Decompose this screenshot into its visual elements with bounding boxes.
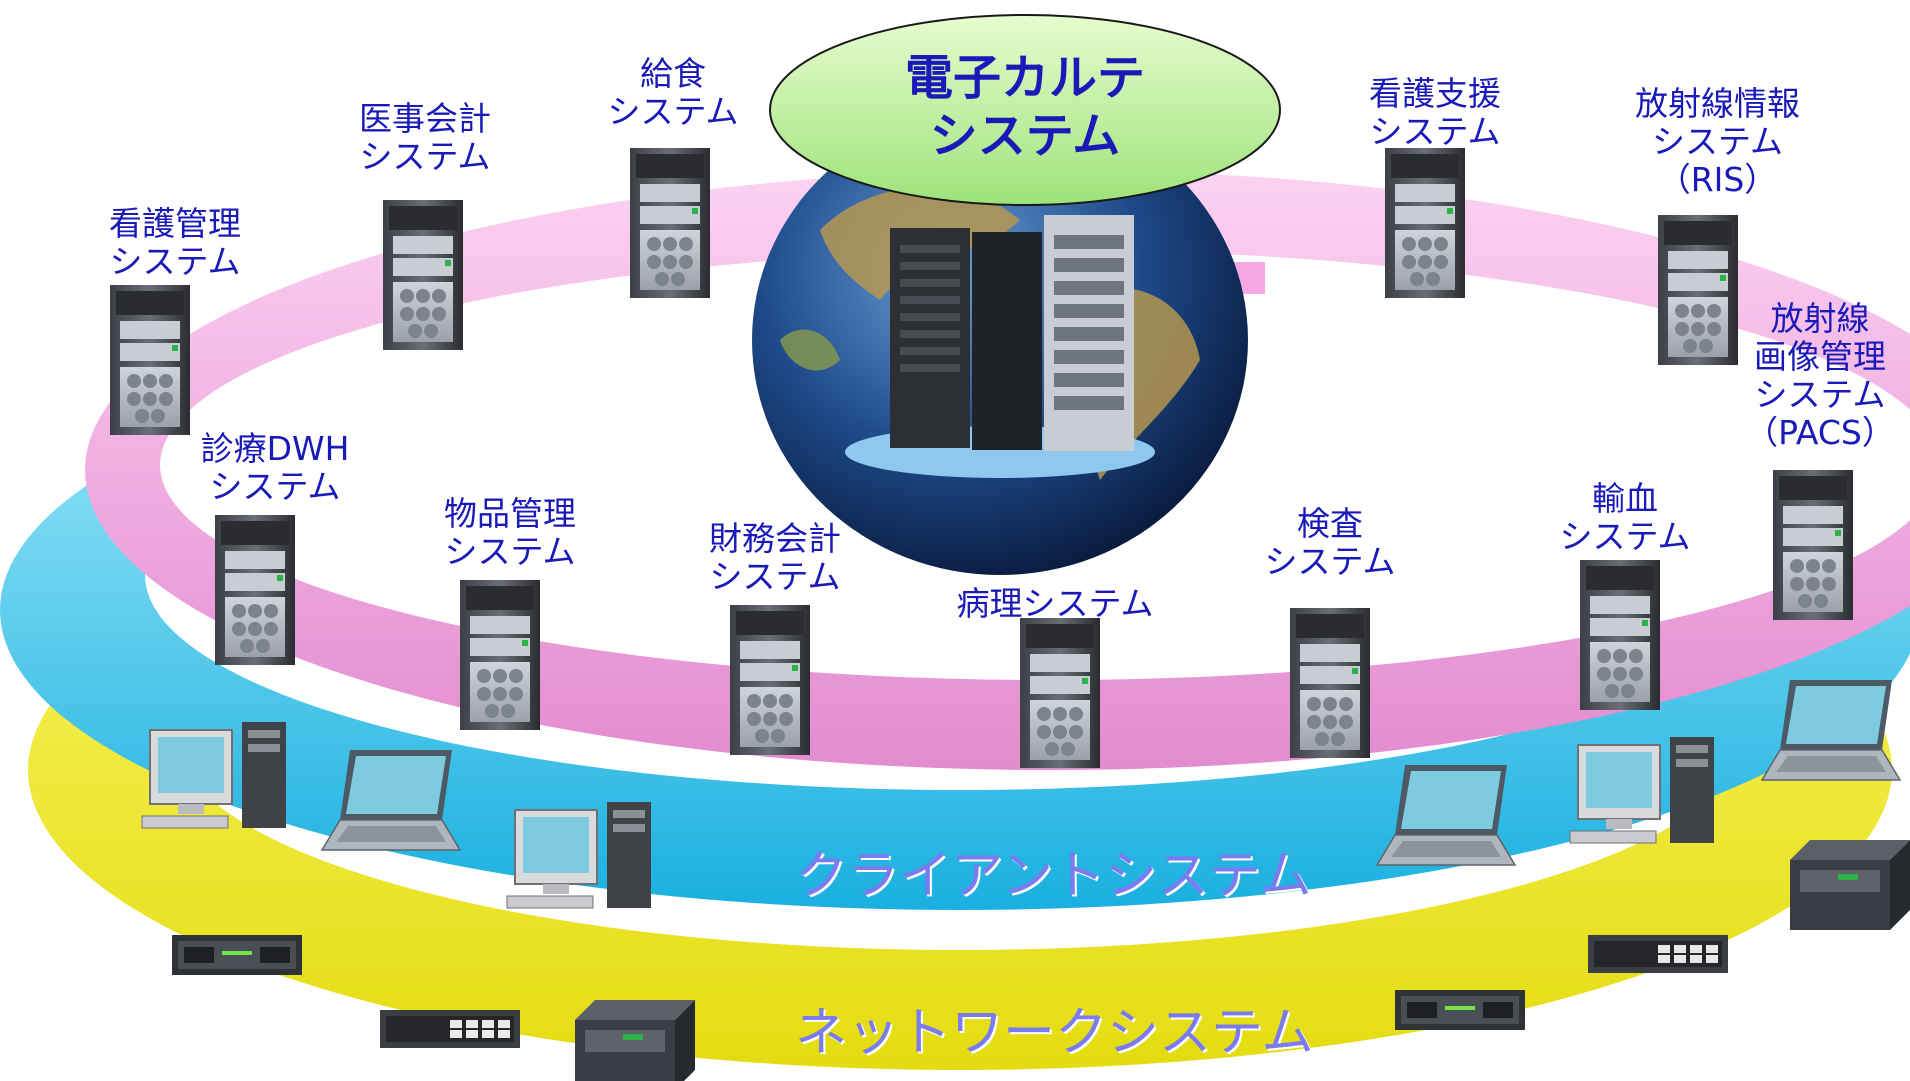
system-label-zaimu: 財務会計 システム	[709, 519, 841, 596]
system-label-ris: 放射線情報 システム （RIS）	[1635, 84, 1800, 199]
rack-server-icon	[845, 215, 1155, 478]
tower-server-icon	[1020, 618, 1100, 768]
tower-server-icon	[1290, 608, 1370, 758]
tower-server-icon	[460, 580, 540, 730]
system-label-buppin: 物品管理 システム	[444, 494, 576, 571]
system-label-kango-kanri: 看護管理 システム	[109, 204, 241, 281]
network-device-icon	[1790, 840, 1910, 930]
system-label-pacs: 放射線 画像管理 システム （PACS）	[1745, 299, 1895, 452]
tower-server-icon	[730, 605, 810, 755]
network-ring-label: ネットワークシステム	[795, 1003, 1314, 1063]
central-title-line2: システム	[929, 108, 1121, 164]
rack-server-icon	[1395, 990, 1525, 1030]
tower-server-icon	[1580, 560, 1660, 710]
system-label-kango-shien: 看護支援 システム	[1369, 74, 1501, 151]
central-title: 電子カルテ システム	[770, 25, 1280, 200]
tower-server-icon	[383, 200, 463, 350]
tower-server-icon	[110, 285, 190, 435]
tower-server-icon	[1385, 148, 1465, 298]
tower-server-icon	[1658, 215, 1738, 365]
system-label-dwh: 診療DWH システム	[200, 429, 350, 506]
network-switch-icon	[1588, 935, 1728, 973]
system-label-yuketsu: 輸血 システム	[1559, 479, 1691, 556]
central-ellipse	[769, 14, 1281, 206]
tower-server-icon	[215, 515, 295, 665]
system-label-byouri: 病理システム	[956, 584, 1154, 623]
network-device-icon	[575, 1000, 695, 1081]
rack-server-icon	[172, 935, 302, 975]
system-label-kensa: 検査 システム	[1264, 504, 1396, 581]
network-switch-icon	[380, 1010, 520, 1048]
system-label-iji-kaikei: 医事会計 システム	[359, 99, 491, 176]
system-label-kyushoku: 給食 システム	[607, 54, 739, 131]
tower-server-icon	[630, 148, 710, 298]
central-title-line1: 電子カルテ	[904, 50, 1145, 106]
client-ring-label: クライアントシステム	[795, 846, 1312, 906]
tower-server-icon	[1773, 470, 1853, 620]
